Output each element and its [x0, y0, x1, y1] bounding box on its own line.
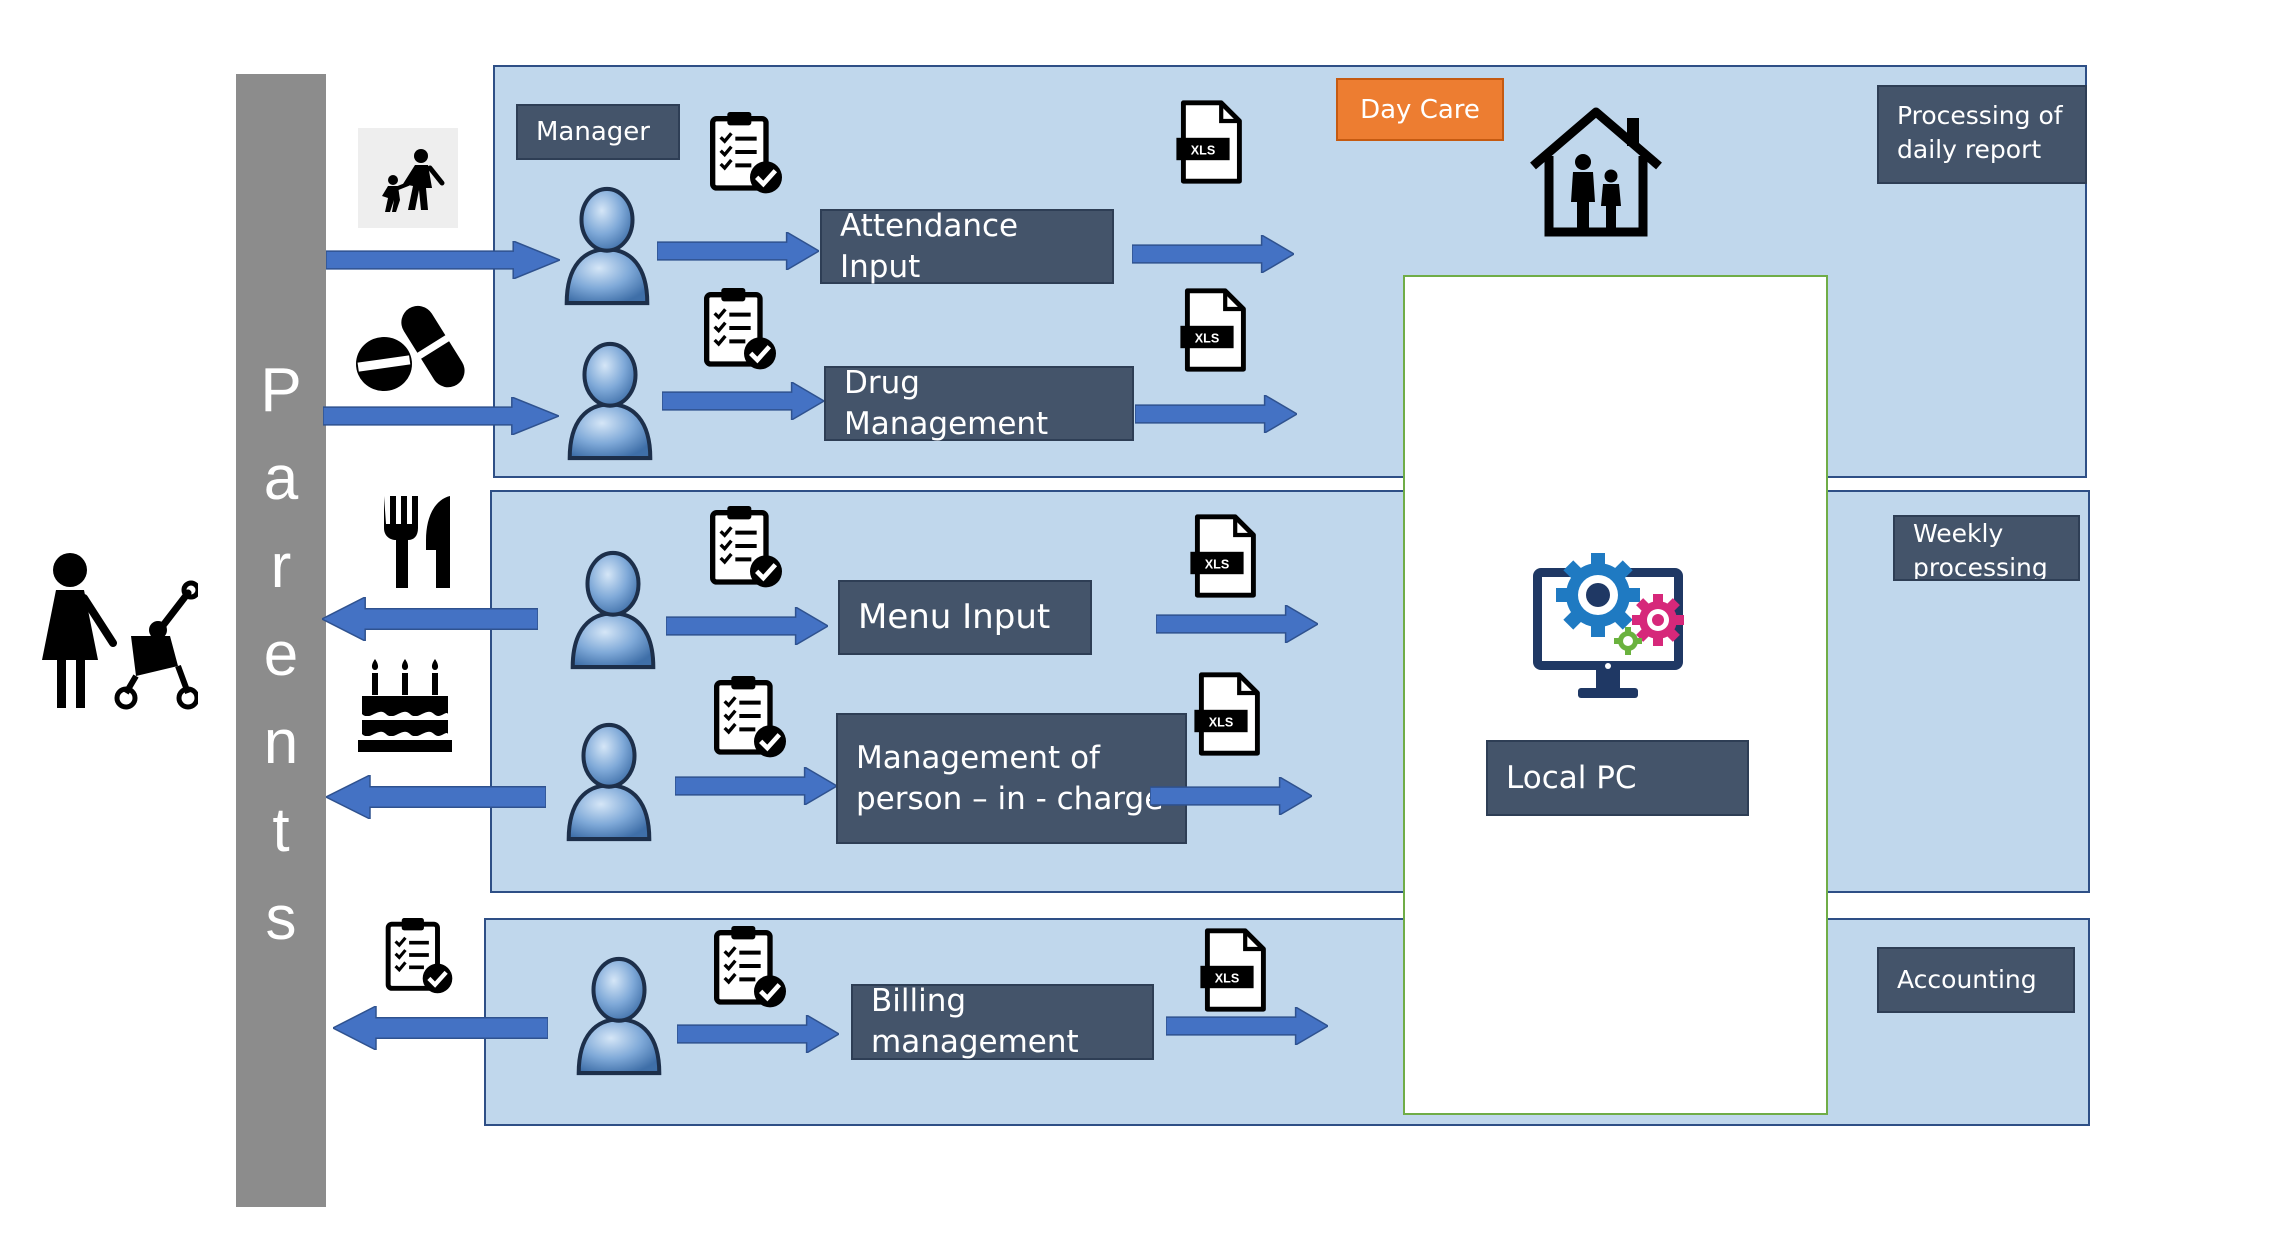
- staff-to-billing-arrow: [677, 1015, 839, 1053]
- parents-label-letter: s: [265, 884, 297, 953]
- xls-file-icon: XLS: [1194, 928, 1274, 1012]
- parents-label-letter: r: [270, 532, 292, 601]
- attendance-input-process: Attendance Input: [820, 208, 1114, 285]
- clipboard-checklist-icon: [706, 500, 786, 592]
- daily-report-section-label: Processing of daily report: [1877, 85, 2087, 184]
- xls-file-icon: XLS: [1170, 100, 1250, 184]
- pills-icon: [350, 294, 468, 402]
- parents-label-letter: n: [263, 708, 299, 777]
- drug-management-process: Drug Management: [824, 365, 1134, 442]
- accounting-section-label: Accounting: [1877, 947, 2075, 1013]
- clipboard-checklist-icon: [382, 912, 456, 998]
- weekly-processing-section-label: Weekly processing: [1893, 515, 2080, 581]
- xls-file-icon: XLS: [1184, 514, 1264, 598]
- daycare-label: Day Care: [1336, 78, 1504, 141]
- person-icon: [562, 718, 656, 846]
- computer-gears-icon: [1528, 540, 1698, 710]
- manager-label: Manager: [516, 104, 680, 160]
- drug-in-arrow: [323, 397, 559, 435]
- staff-to-menu-arrow: [666, 607, 828, 645]
- billing-management-process: Billing management: [851, 983, 1154, 1060]
- person-icon: [560, 182, 654, 310]
- menu-input-process: Menu Input: [838, 580, 1092, 655]
- parents-label-letter: e: [263, 620, 299, 689]
- xls-badge: XLS: [1195, 332, 1220, 346]
- parents-label-letter: P: [260, 356, 302, 425]
- billing-to-pc-arrow: [1166, 1007, 1328, 1045]
- clipboard-checklist-icon: [710, 670, 790, 762]
- family-house-icon: [1523, 100, 1669, 246]
- parent-child-walking-icon: [358, 128, 458, 228]
- parents-label-letter: t: [272, 796, 290, 865]
- clipboard-checklist-icon: [700, 282, 780, 374]
- attendance-in-arrow: [326, 241, 560, 279]
- birthday-cake-icon: [358, 656, 452, 754]
- billing-out-arrow: [333, 1006, 548, 1050]
- manager-to-attendance-arrow: [657, 232, 819, 270]
- menu-out-arrow: [322, 597, 538, 641]
- xls-file-icon: XLS: [1188, 672, 1268, 756]
- xls-badge: XLS: [1209, 716, 1234, 730]
- person-in-charge-process: Management of person – in - charge: [836, 713, 1187, 844]
- xls-badge: XLS: [1191, 144, 1216, 158]
- staff-to-drug-arrow: [662, 382, 824, 420]
- xls-badge: XLS: [1205, 558, 1230, 572]
- parents-bar: [236, 74, 326, 1207]
- clipboard-checklist-icon: [706, 106, 786, 198]
- attendance-to-pc-arrow: [1132, 235, 1294, 273]
- clipboard-checklist-icon: [710, 920, 790, 1012]
- menu-to-pc-arrow: [1156, 605, 1318, 643]
- person-icon: [563, 337, 657, 465]
- staff-to-person-in-charge-arrow: [675, 767, 837, 805]
- person-in-charge-to-pc-arrow: [1150, 777, 1312, 815]
- person-icon: [572, 952, 666, 1080]
- xls-badge: XLS: [1215, 972, 1240, 986]
- drug-to-pc-arrow: [1135, 395, 1297, 433]
- parents-label-letter: a: [263, 444, 299, 513]
- local-pc-label: Local PC: [1486, 740, 1749, 816]
- xls-file-icon: XLS: [1174, 288, 1254, 372]
- person-icon: [566, 546, 660, 674]
- mother-with-stroller-icon: [28, 548, 198, 713]
- person-in-charge-out-arrow: [326, 775, 546, 819]
- fork-knife-icon: [380, 494, 456, 590]
